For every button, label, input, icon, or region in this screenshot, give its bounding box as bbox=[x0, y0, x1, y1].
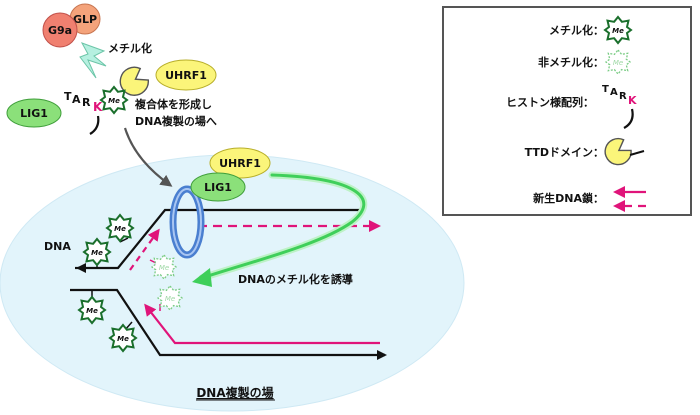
uhrf1-label-top: UHRF1 bbox=[165, 69, 207, 82]
lightning-icon bbox=[79, 42, 107, 79]
induce-methylation-arrowhead bbox=[192, 268, 212, 287]
lig1-label-top: LIG1 bbox=[20, 107, 48, 120]
legend-ttd-icon bbox=[604, 137, 632, 166]
dna-label: DNA bbox=[44, 240, 71, 253]
methyl-text: Me bbox=[86, 307, 98, 315]
tail-letter-k: K bbox=[93, 100, 103, 114]
g9a-label: G9a bbox=[48, 24, 72, 37]
legend-unmethylated-label: 非メチル化： bbox=[538, 55, 604, 69]
recruitment-arrow bbox=[123, 127, 173, 187]
replication-site-label: DNA複製の場 bbox=[196, 385, 273, 400]
legend-tail-k: K bbox=[628, 94, 637, 107]
unmethyl-text: Me bbox=[159, 264, 169, 272]
me-stem-2 bbox=[119, 237, 129, 243]
parental-strand-top bbox=[76, 208, 360, 273]
complex-caption-line1: 複合体を形成し bbox=[134, 97, 212, 111]
lig1-protein-fork bbox=[190, 172, 246, 202]
parental-strand-bottom bbox=[70, 288, 387, 360]
legend: メチル化： Me 非メチル化： Me ヒストン様配列： T A R K TTDド… bbox=[442, 6, 692, 216]
ttd-domain-icon bbox=[119, 66, 149, 96]
induce-label: DNAのメチル化を誘導 bbox=[238, 272, 353, 286]
new-strand-bottom bbox=[144, 303, 380, 345]
legend-tail-t: T bbox=[602, 84, 609, 95]
legend-tail-a: A bbox=[610, 87, 618, 98]
induce-methylation-arrow-core bbox=[200, 173, 366, 280]
methyl-text-top: Me bbox=[108, 97, 120, 105]
legend-tail-r: R bbox=[619, 91, 627, 102]
methyl-text: Me bbox=[114, 225, 126, 233]
legend-tail-line bbox=[623, 108, 634, 129]
tail-line bbox=[89, 115, 100, 135]
clamp-ring-highlight bbox=[172, 188, 202, 256]
methyl-text: Me bbox=[91, 249, 103, 257]
uhrf1-label-fork: UHRF1 bbox=[219, 157, 261, 170]
lig1-label-fork: LIG1 bbox=[204, 181, 232, 194]
legend-methyl-text: Me bbox=[612, 27, 624, 35]
methylation-arrow-label: メチル化 bbox=[108, 41, 152, 55]
legend-histone-label: ヒストン様配列： bbox=[506, 95, 594, 109]
legend-methylated-label: メチル化： bbox=[549, 23, 604, 37]
methyl-text: Me bbox=[117, 335, 129, 343]
lig1-protein-top bbox=[6, 98, 62, 128]
legend-unmethyl-text: Me bbox=[613, 59, 623, 67]
unmethyl-text: Me bbox=[165, 295, 175, 303]
glp-label: GLP bbox=[73, 13, 97, 26]
tail-letter-a: A bbox=[72, 93, 81, 106]
g9a-protein bbox=[42, 12, 78, 48]
complex-caption-line2: DNA複製の場へ bbox=[135, 114, 217, 128]
uhrf1-protein-fork bbox=[209, 147, 271, 179]
legend-ttd-label: TTDドメイン： bbox=[525, 146, 604, 159]
new-strand-top-short bbox=[129, 228, 160, 271]
uhrf1-protein-top bbox=[155, 59, 217, 91]
legend-new-dna-label: 新生DNA鎖： bbox=[533, 191, 604, 205]
legend-ttd-stem bbox=[629, 150, 645, 156]
tail-letter-r: R bbox=[82, 96, 91, 109]
legend-svg: メチル化： Me 非メチル化： Me ヒストン様配列： T A R K TTDド… bbox=[506, 16, 646, 212]
tail-letter-t: T bbox=[64, 90, 72, 103]
